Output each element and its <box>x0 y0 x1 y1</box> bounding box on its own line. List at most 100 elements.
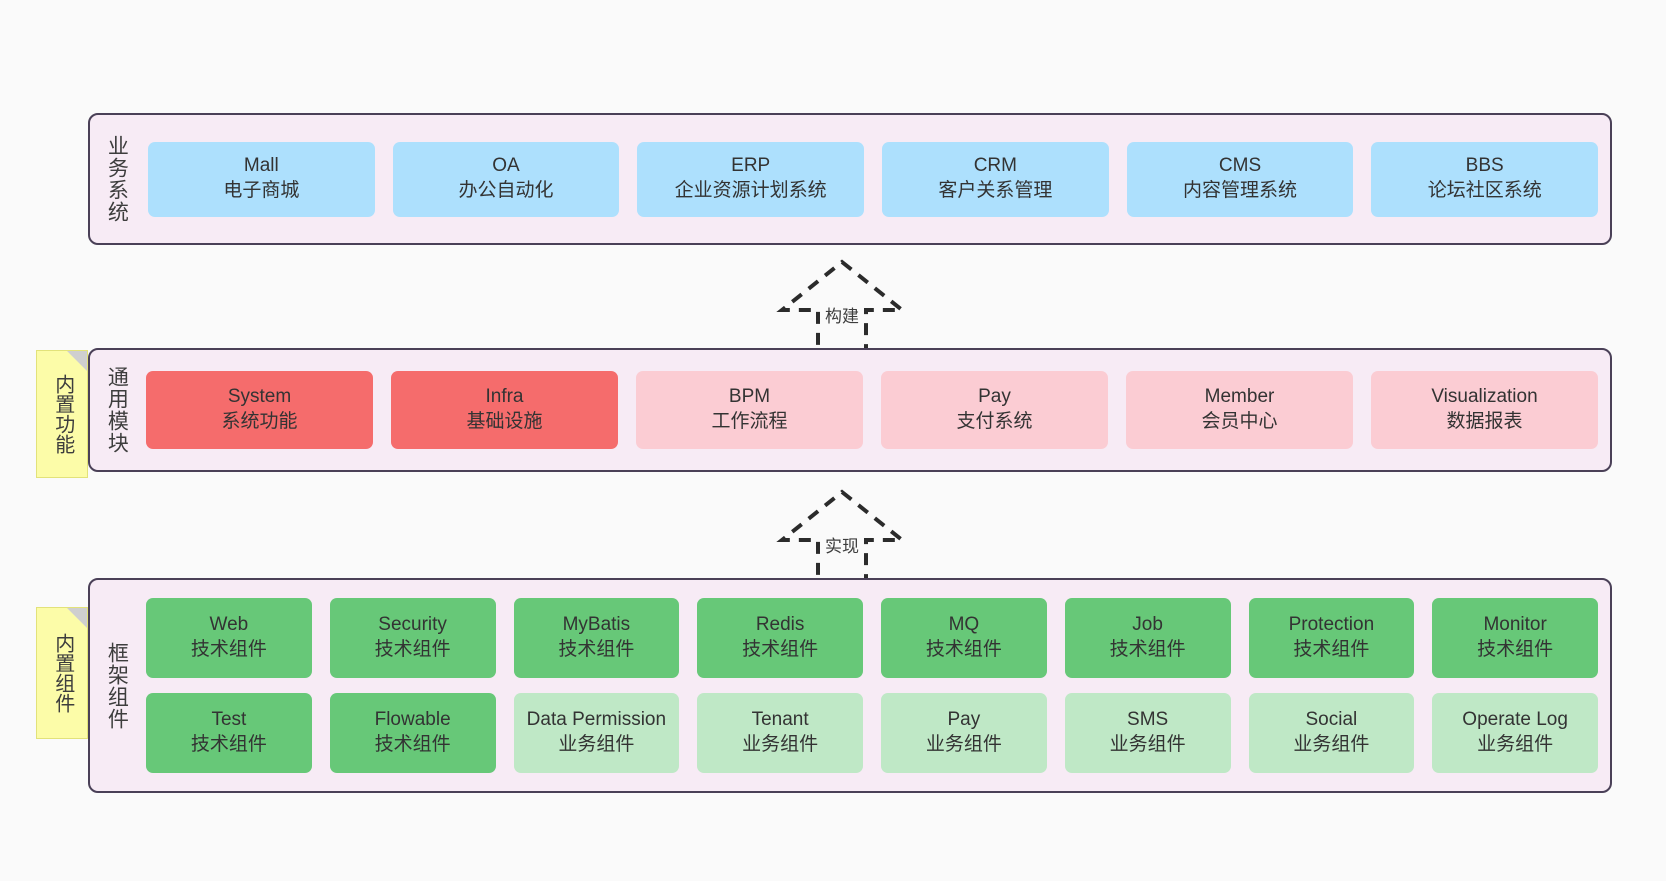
card-subtitle: 业务组件 <box>1109 734 1186 755</box>
layer-common-body: System 系统功能 Infra 基础设施 BPM 工作流程 Pay 支付系统… <box>142 350 1610 470</box>
card-protection[interactable]: Protection 技术组件 <box>1248 598 1415 678</box>
sticky-label: 内置组件 <box>51 633 74 713</box>
card-subtitle: 技术组件 <box>374 734 451 755</box>
sticky-note-builtin-features: 内置功能 <box>36 350 88 478</box>
layer-business-title: 业务系统 <box>105 135 129 223</box>
card-mybatis[interactable]: MyBatis 技术组件 <box>513 598 680 678</box>
card-sms[interactable]: SMS 业务组件 <box>1064 693 1231 773</box>
card-subtitle: 业务组件 <box>742 734 819 755</box>
card-subtitle: 系统功能 <box>221 411 298 432</box>
card-social[interactable]: Social 业务组件 <box>1248 693 1415 773</box>
business-row: Mall 电子商城 OA 办公自动化 ERP 企业资源计划系统 CRM 客户关系… <box>148 141 1599 217</box>
layer-business-body: Mall 电子商城 OA 办公自动化 ERP 企业资源计划系统 CRM 客户关系… <box>142 115 1610 243</box>
card-tenant[interactable]: Tenant 业务组件 <box>697 693 863 773</box>
card-title: Job <box>1132 614 1163 636</box>
card-title: OA <box>492 155 520 177</box>
card-mq[interactable]: MQ 技术组件 <box>881 598 1047 678</box>
card-subtitle: 业务组件 <box>558 734 635 755</box>
card-security[interactable]: Security 技术组件 <box>329 598 496 678</box>
card-infra[interactable]: Infra 基础设施 <box>391 371 618 449</box>
card-data-permission[interactable]: Data Permission 业务组件 <box>513 693 680 773</box>
card-subtitle: 技术组件 <box>558 639 635 660</box>
card-title: BBS <box>1465 155 1504 177</box>
card-title: Redis <box>755 614 805 636</box>
card-title: Member <box>1204 386 1275 408</box>
card-subtitle: 基础设施 <box>466 411 543 432</box>
framework-row-tech: Web 技术组件 Security 技术组件 MyBatis 技术组件 Redi… <box>146 598 1598 678</box>
sticky-note-builtin-components: 内置组件 <box>36 607 88 739</box>
card-crm[interactable]: CRM 客户关系管理 <box>882 141 1109 217</box>
card-title: Flowable <box>374 709 451 731</box>
card-subtitle: 内容管理系统 <box>1183 180 1298 201</box>
layer-business-system: 业务系统 Mall 电子商城 OA 办公自动化 ERP 企业资源计划系统 CRM… <box>88 113 1612 245</box>
card-subtitle: 技术组件 <box>190 734 267 755</box>
card-job[interactable]: Job 技术组件 <box>1064 598 1231 678</box>
common-row: System 系统功能 Infra 基础设施 BPM 工作流程 Pay 支付系统… <box>146 371 1598 449</box>
arrow-build: 构建 <box>762 258 922 354</box>
card-monitor[interactable]: Monitor 技术组件 <box>1432 598 1598 678</box>
card-cms[interactable]: CMS 内容管理系统 <box>1126 141 1354 217</box>
card-system[interactable]: System 系统功能 <box>146 371 373 449</box>
card-subtitle: 技术组件 <box>190 639 267 660</box>
card-subtitle: 业务组件 <box>925 734 1002 755</box>
card-member[interactable]: Member 会员中心 <box>1126 371 1353 449</box>
card-oa[interactable]: OA 办公自动化 <box>392 141 620 217</box>
card-subtitle: 业务组件 <box>1477 734 1554 755</box>
card-subtitle: 支付系统 <box>956 411 1033 432</box>
card-title: SMS <box>1127 709 1169 731</box>
card-operate-log[interactable]: Operate Log 业务组件 <box>1432 693 1598 773</box>
card-redis[interactable]: Redis 技术组件 <box>697 598 863 678</box>
card-subtitle: 数据报表 <box>1446 411 1523 432</box>
card-title: Data Permission <box>526 709 667 731</box>
card-title: Test <box>211 709 247 731</box>
layer-common-title: 通用模块 <box>105 366 129 454</box>
card-web[interactable]: Web 技术组件 <box>146 598 312 678</box>
card-pay[interactable]: Pay 支付系统 <box>881 371 1108 449</box>
card-title: CMS <box>1218 155 1262 177</box>
card-title: Mall <box>243 155 279 177</box>
card-erp[interactable]: ERP 企业资源计划系统 <box>637 141 865 217</box>
card-title: Visualization <box>1431 386 1538 408</box>
card-subtitle: 业务组件 <box>1293 734 1370 755</box>
card-title: Security <box>378 614 447 636</box>
card-subtitle: 技术组件 <box>1477 639 1554 660</box>
card-title: Protection <box>1288 614 1375 636</box>
card-subtitle: 技术组件 <box>1293 639 1370 660</box>
card-subtitle: 工作流程 <box>711 411 788 432</box>
card-title: Infra <box>485 386 524 408</box>
card-bpm[interactable]: BPM 工作流程 <box>636 371 863 449</box>
layer-framework-title: 框架组件 <box>105 641 129 730</box>
card-title: System <box>227 386 292 408</box>
layer-framework-component: 框架组件 Web 技术组件 Security 技术组件 MyBatis 技术组件… <box>88 578 1612 793</box>
card-subtitle: 电子商城 <box>223 180 300 201</box>
card-pay-component[interactable]: Pay 业务组件 <box>881 693 1047 773</box>
card-flowable[interactable]: Flowable 技术组件 <box>329 693 496 773</box>
card-subtitle: 技术组件 <box>925 639 1002 660</box>
card-subtitle: 技术组件 <box>374 639 451 660</box>
card-title: Operate Log <box>1462 709 1568 731</box>
sticky-label: 内置功能 <box>51 374 74 454</box>
card-subtitle: 技术组件 <box>742 639 819 660</box>
layer-common-module: 通用模块 System 系统功能 Infra 基础设施 BPM 工作流程 Pay… <box>88 348 1612 472</box>
card-test[interactable]: Test 技术组件 <box>146 693 312 773</box>
arrow-implement-label: 实现 <box>825 537 859 556</box>
card-title: Pay <box>947 709 981 731</box>
arrow-implement: 实现 <box>762 488 922 584</box>
card-title: Social <box>1305 709 1358 731</box>
card-title: BPM <box>728 386 771 408</box>
card-subtitle: 办公自动化 <box>458 180 554 201</box>
card-title: MQ <box>948 614 980 636</box>
card-subtitle: 企业资源计划系统 <box>674 180 827 201</box>
card-title: MyBatis <box>562 614 631 636</box>
card-title: Monitor <box>1483 614 1547 636</box>
card-subtitle: 论坛社区系统 <box>1427 180 1542 201</box>
arrow-build-label: 构建 <box>825 307 859 326</box>
layer-framework-body: Web 技术组件 Security 技术组件 MyBatis 技术组件 Redi… <box>142 580 1610 791</box>
card-mall[interactable]: Mall 电子商城 <box>148 141 375 217</box>
card-subtitle: 会员中心 <box>1201 411 1278 432</box>
card-bbs[interactable]: BBS 论坛社区系统 <box>1371 141 1599 217</box>
framework-row-business: Test 技术组件 Flowable 技术组件 Data Permission … <box>146 693 1598 773</box>
card-subtitle: 技术组件 <box>1109 639 1186 660</box>
card-visualization[interactable]: Visualization 数据报表 <box>1371 371 1598 449</box>
